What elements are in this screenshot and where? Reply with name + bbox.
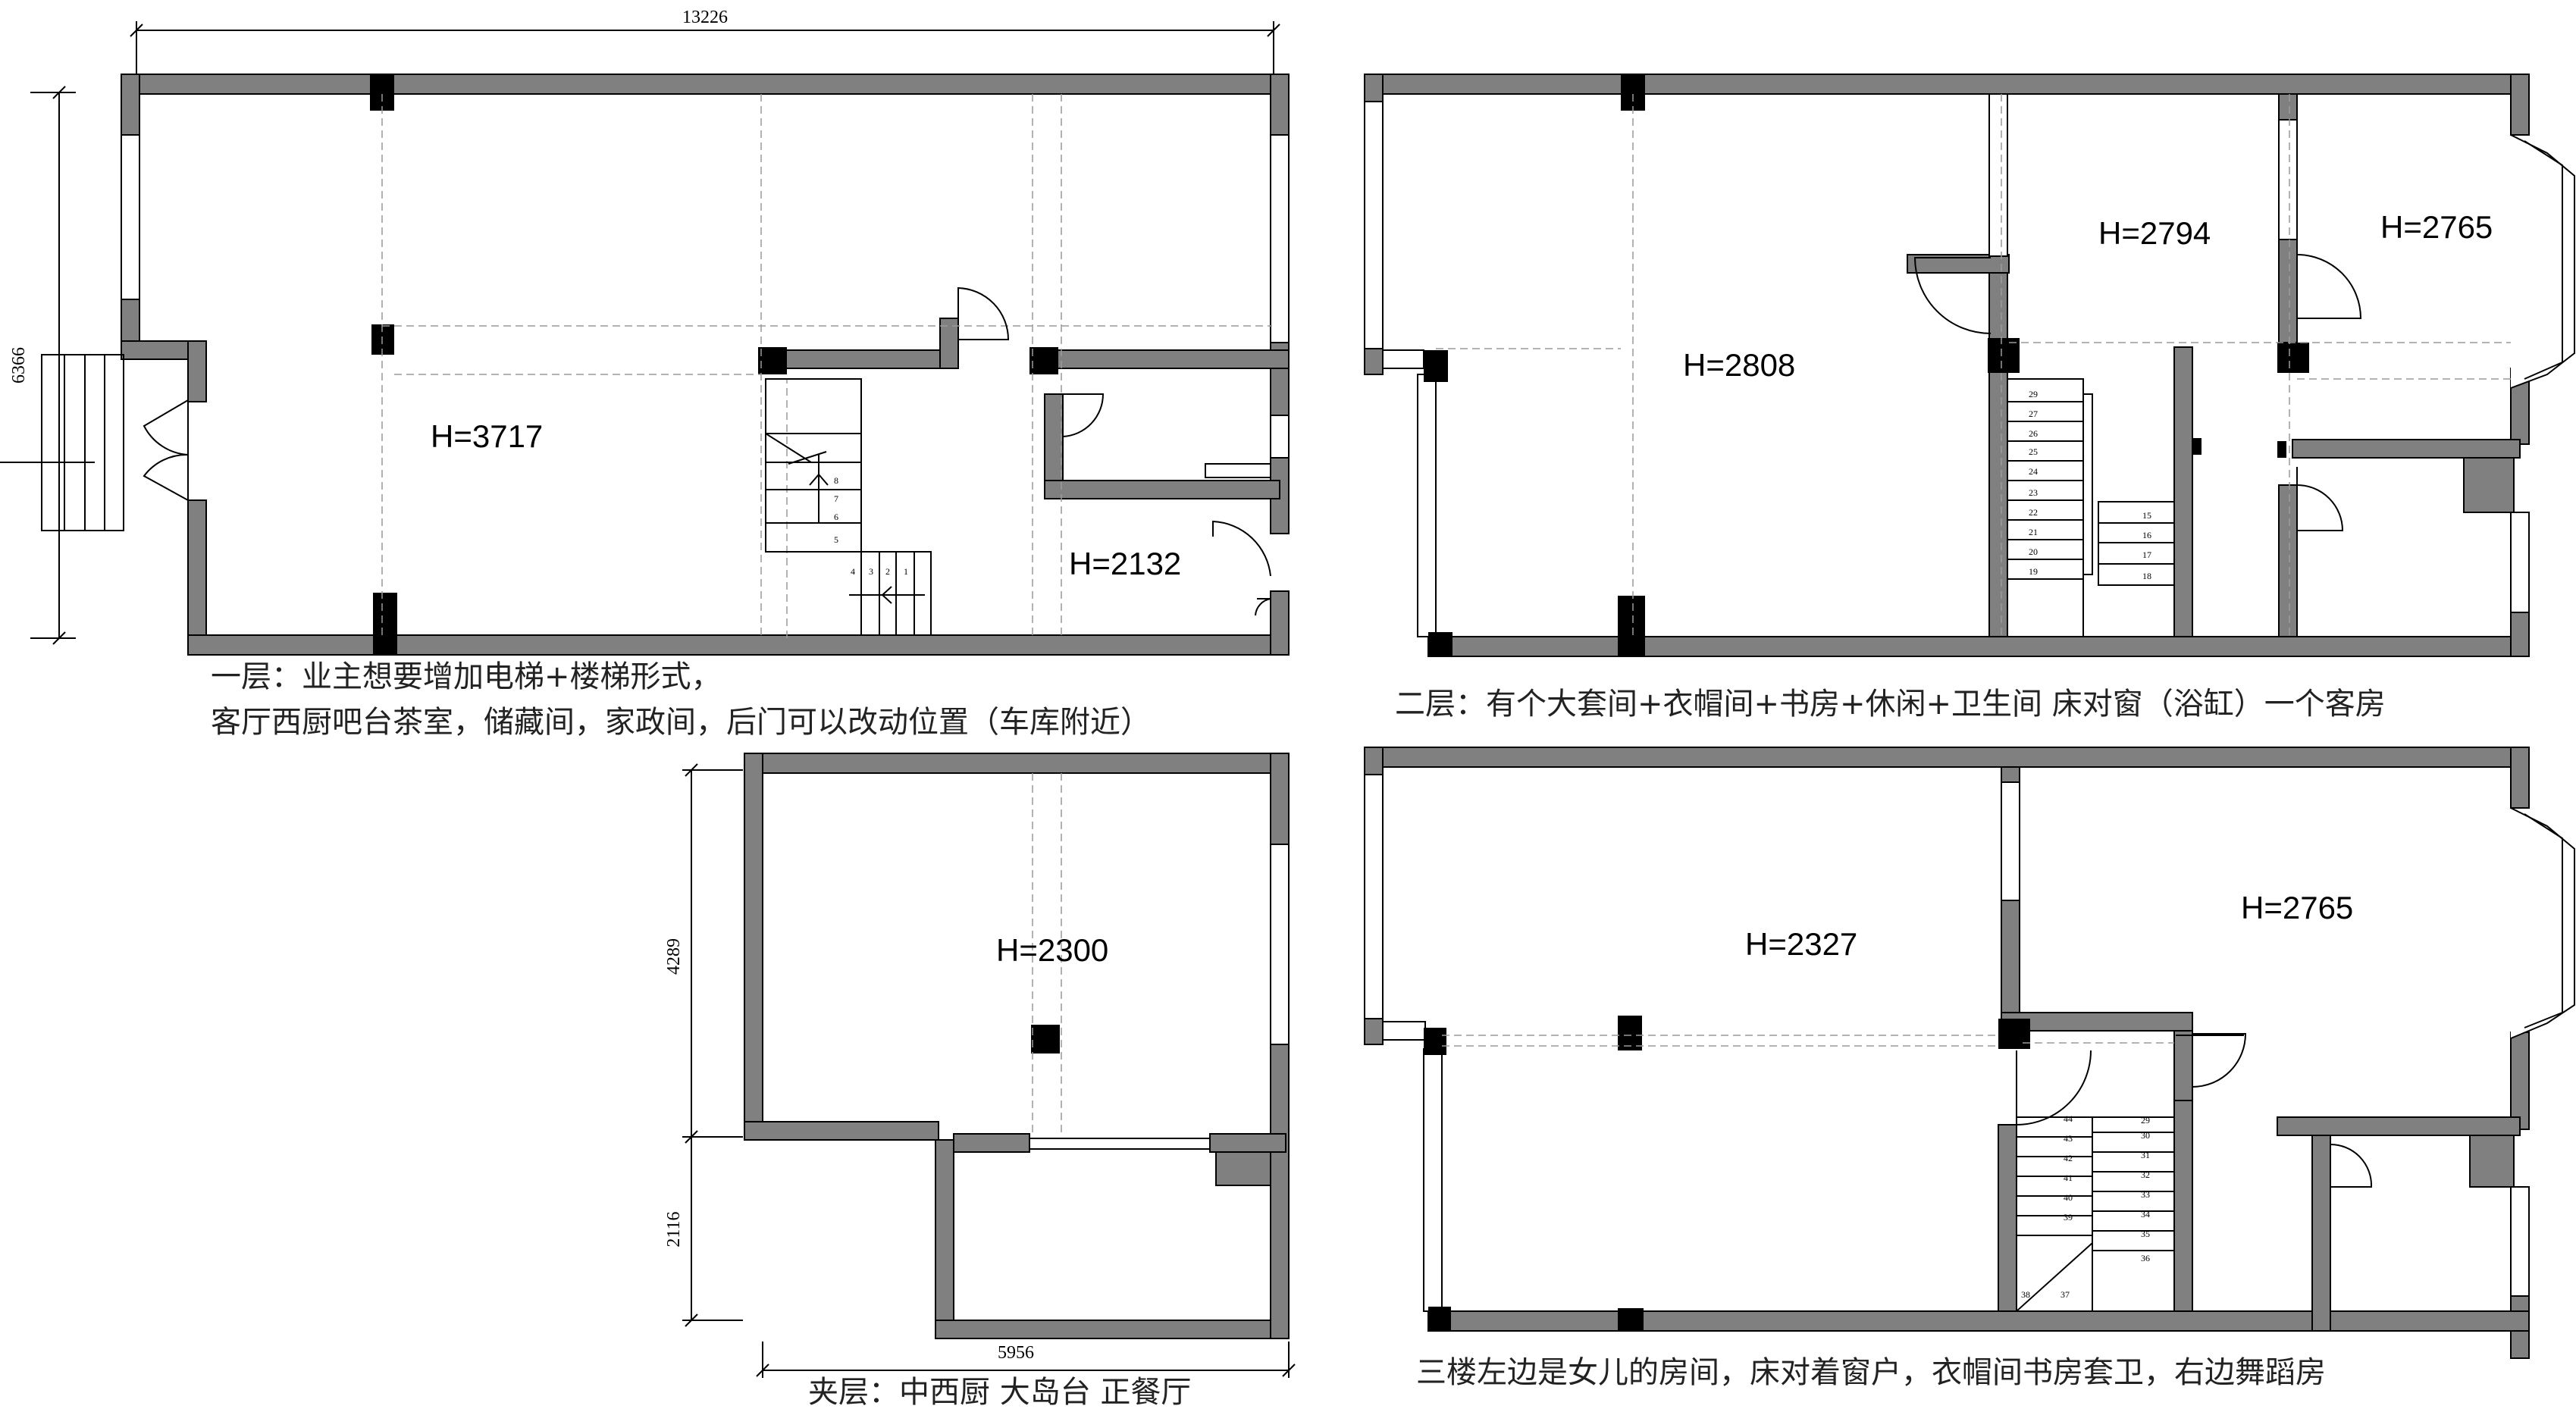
floor2-height-mid: H=2794 bbox=[2098, 215, 2211, 251]
floor1-caption-line1: 一层：业主想要增加电梯+楼梯形式， bbox=[211, 659, 722, 694]
stair-step-number: 1 bbox=[904, 566, 908, 577]
stair-step-number: 40 bbox=[2064, 1192, 2073, 1203]
stair-step-number: 35 bbox=[2141, 1229, 2150, 1239]
stair-step-number: 31 bbox=[2141, 1150, 2150, 1160]
stair-step-number: 23 bbox=[2029, 487, 2038, 498]
stair-step-number: 38 bbox=[2021, 1289, 2030, 1300]
stair-step-number: 29 bbox=[2141, 1115, 2150, 1126]
mezzanine-height: H=2300 bbox=[996, 932, 1108, 968]
stair-step-number: 24 bbox=[2029, 466, 2038, 477]
stair-step-number: 15 bbox=[2142, 510, 2151, 521]
stair-step-number: 41 bbox=[2064, 1172, 2073, 1183]
dim-mezz-width: 5956 bbox=[998, 1343, 1034, 1363]
floor2-plan: 29 27 26 25 24 23 22 21 20 19 15 16 17 1… bbox=[1364, 74, 2575, 657]
floor2-height-right: H=2765 bbox=[2380, 209, 2493, 245]
dim-mezz-upper: 4289 bbox=[664, 938, 684, 975]
floor3-height-left: H=2327 bbox=[1745, 926, 1857, 962]
stair-step-number: 33 bbox=[2141, 1189, 2150, 1200]
stair-step-number: 21 bbox=[2029, 527, 2038, 537]
stair-step-number: 39 bbox=[2064, 1212, 2073, 1223]
stair-step-number: 26 bbox=[2029, 428, 2038, 439]
floor2-height-main: H=2808 bbox=[1683, 347, 1795, 383]
stair-step-number: 6 bbox=[834, 512, 838, 522]
stair-step-number: 29 bbox=[2029, 389, 2038, 399]
floor3-height-right: H=2765 bbox=[2241, 890, 2353, 925]
stair-step-number: 5 bbox=[834, 534, 838, 545]
overall-dimensions: 13226 6366 bbox=[9, 8, 1280, 645]
floor1-stair: 8 7 6 5 4 3 2 1 bbox=[765, 378, 932, 636]
stair-step-number: 37 bbox=[2060, 1289, 2070, 1300]
stair-step-number: 18 bbox=[2142, 571, 2151, 581]
stair-step-number: 2 bbox=[885, 566, 890, 577]
stair-step-number: 34 bbox=[2141, 1209, 2150, 1219]
floor3-caption: 三楼左边是女儿的房间，床对着窗户，衣帽间书房套卫，右边舞蹈房 bbox=[1416, 1355, 2326, 1390]
floor2-stair: 29 27 26 25 24 23 22 21 20 19 15 16 17 1… bbox=[2007, 378, 2175, 637]
stair-step-number: 20 bbox=[2029, 546, 2038, 557]
floor1-plan: 8 7 6 5 4 3 2 1 H=3717 H=2132 bbox=[0, 74, 1290, 656]
floor1-height-side: H=2132 bbox=[1069, 546, 1181, 581]
stair-step-number: 19 bbox=[2029, 566, 2038, 577]
floor1-caption-line2: 客厅西厨吧台茶室，储藏间，家政间，后门可以改动位置（车库附近） bbox=[211, 705, 1151, 740]
stair-step-number: 22 bbox=[2029, 507, 2038, 518]
stair-step-number: 17 bbox=[2142, 549, 2151, 560]
stair-step-number: 8 bbox=[834, 475, 838, 486]
stair-step-number: 4 bbox=[851, 566, 855, 577]
mezzanine-caption: 夹层：中西厨 大岛台 正餐厅 bbox=[808, 1375, 1191, 1410]
stair-step-number: 44 bbox=[2064, 1113, 2073, 1124]
stair-step-number: 30 bbox=[2141, 1130, 2150, 1141]
floor3-stair: 44 43 42 41 40 39 38 29 30 31 32 33 34 3… bbox=[2016, 1113, 2175, 1312]
stair-step-number: 36 bbox=[2141, 1253, 2150, 1263]
floor3-plan: 44 43 42 41 40 39 38 29 30 31 32 33 34 3… bbox=[1364, 747, 2575, 1359]
dim-total-width: 13226 bbox=[682, 8, 728, 27]
stair-step-number: 25 bbox=[2029, 446, 2038, 457]
stair-step-number: 7 bbox=[834, 493, 838, 504]
stair-step-number: 16 bbox=[2142, 530, 2151, 540]
stair-step-number: 42 bbox=[2064, 1153, 2073, 1163]
floor1-height-main: H=3717 bbox=[431, 418, 543, 454]
stair-step-number: 43 bbox=[2064, 1133, 2073, 1144]
stair-step-number: 27 bbox=[2029, 409, 2038, 419]
stair-step-number: 3 bbox=[869, 566, 873, 577]
dim-total-height: 6366 bbox=[9, 347, 29, 384]
floor2-caption: 二层：有个大套间+衣帽间+书房+休闲+卫生间 床对窗（浴缸）一个客房 bbox=[1395, 687, 2386, 722]
mezzanine-plan: 4289 2116 5956 H=2300 bbox=[664, 753, 1296, 1378]
dim-mezz-lower: 2116 bbox=[664, 1211, 684, 1247]
stair-step-number: 32 bbox=[2141, 1169, 2150, 1180]
